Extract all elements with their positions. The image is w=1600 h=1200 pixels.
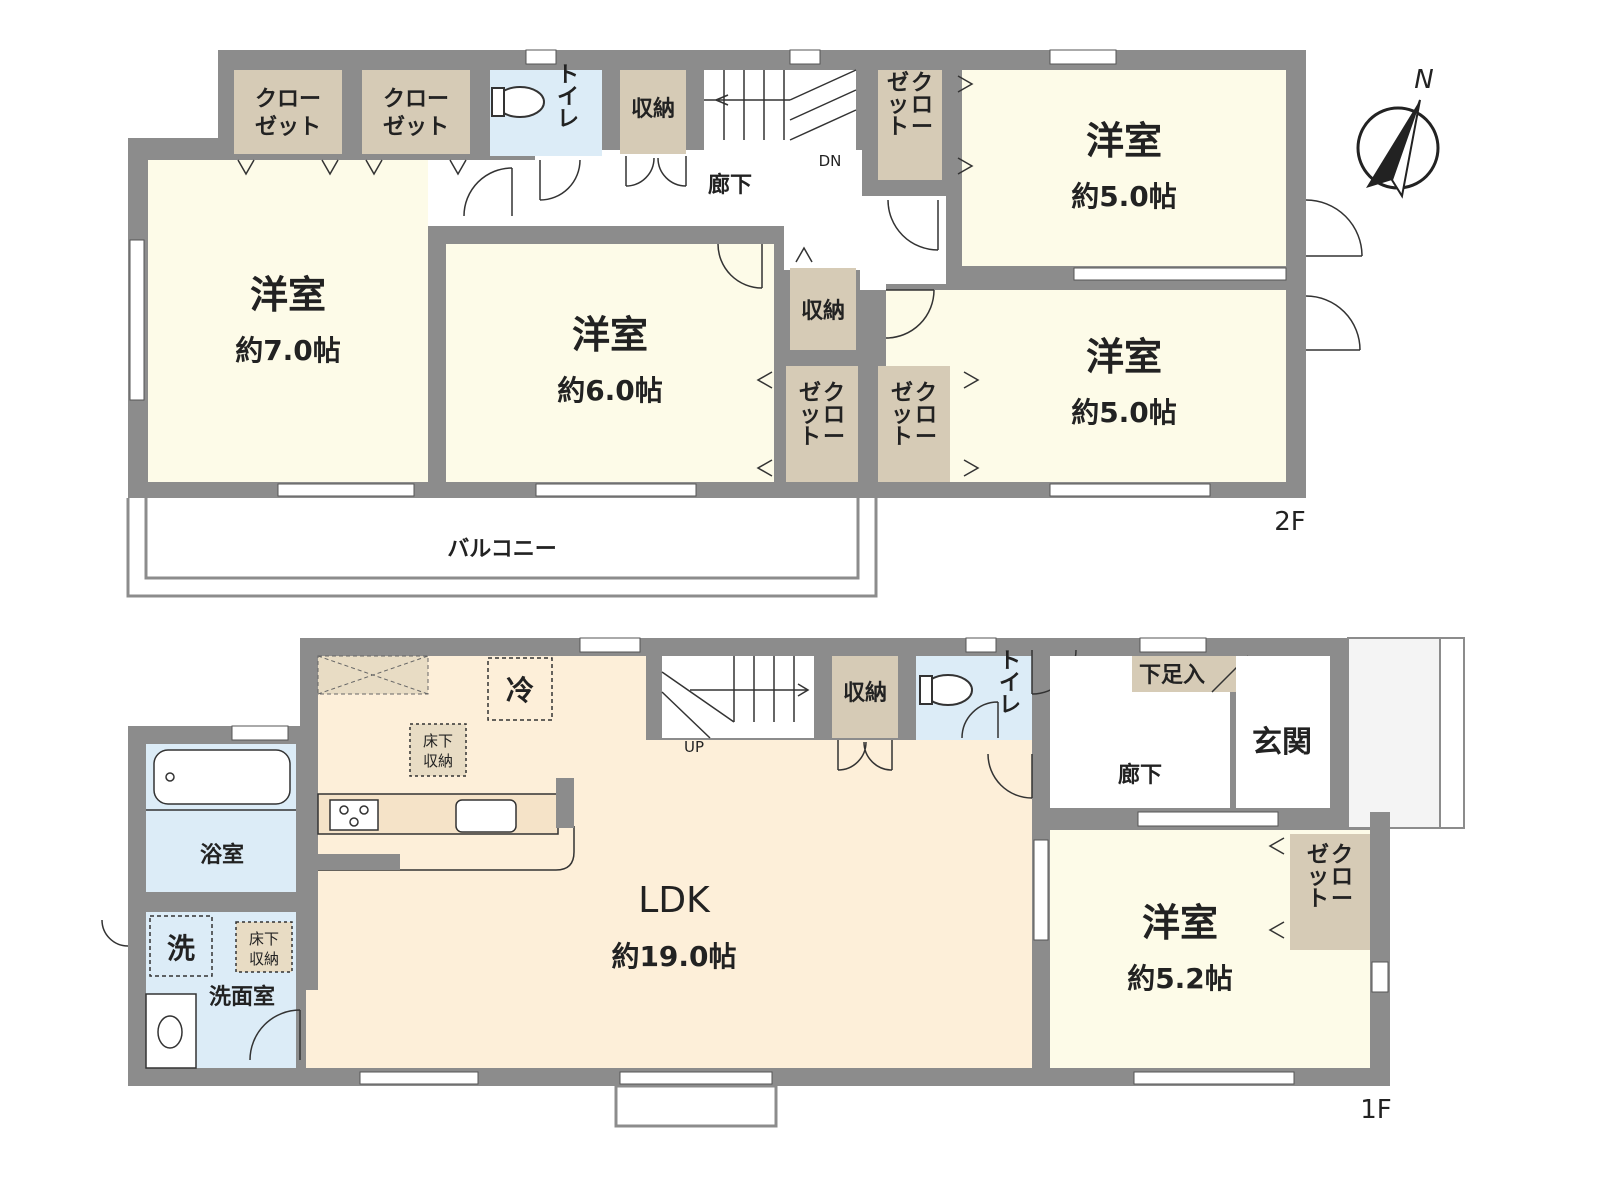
kitchen-wall (556, 778, 574, 828)
porch-tiles (1347, 637, 1465, 829)
room-2f-w7-size: 約7.0帖 (235, 334, 341, 367)
closet-2f-v1 (878, 70, 942, 180)
upper-cabinet (317, 655, 429, 695)
room-2f-w6 (446, 244, 774, 482)
door-arcs-2f (463, 156, 1363, 351)
closet-1f-arrows (1268, 837, 1285, 939)
underfloor-storage-1-label: 床下収納 (423, 732, 453, 770)
washroom-label: 洗面室 (209, 984, 275, 1010)
closet-1f-label: クローゼット (1307, 843, 1353, 912)
fridge-label: 冷 (506, 674, 534, 707)
closet-2f-2-label: クローゼット (383, 87, 449, 140)
closet-2f-v1-label: クローゼット (887, 71, 933, 140)
toilet-1f-icon (919, 674, 973, 706)
shoe-cabinet (1132, 656, 1248, 692)
entrance-label: 玄関 (1252, 725, 1312, 760)
room-2f-w5b-size: 約5.0帖 (1071, 396, 1177, 429)
toilet-1f-door2 (961, 701, 999, 739)
room-1f-w52-size: 約5.2帖 (1127, 962, 1233, 995)
closet-arrows-2f (237, 75, 980, 477)
underfloor-storage-1 (409, 723, 467, 777)
room-2f-w7-name: 洋室 (250, 273, 326, 317)
side-door (101, 919, 129, 947)
balcony-label: バルコニー (447, 537, 557, 562)
stairs-1f (662, 656, 814, 738)
toilet-icon (491, 86, 545, 118)
ldk-size: 約19.0帖 (611, 940, 736, 973)
underfloor-storage-2-label: 床下収納 (249, 930, 279, 968)
corridor-1f-label: 廊下 (1118, 762, 1162, 788)
kitchen-wall-2 (318, 854, 400, 870)
storage-2f-1 (620, 70, 686, 154)
room-2f-w5a-size: 約5.0帖 (1071, 180, 1177, 213)
closet-2f-2 (362, 70, 470, 154)
ldk-name: LDK (638, 880, 711, 921)
shoe-cabinet-label: 下足入 (1139, 663, 1205, 688)
room-2f-w5b (886, 290, 1286, 482)
windows-1f (231, 637, 1389, 1085)
storage-2f-2 (790, 268, 856, 350)
stair-lines-1f (661, 656, 810, 739)
corridor-2f (428, 150, 946, 290)
corridor-1f-door (987, 753, 1033, 799)
bathtub-drain-icon (165, 772, 175, 782)
wash-basin-icon (157, 1015, 183, 1049)
corridor-2f-label: 廊下 (708, 172, 752, 198)
closet-2f-v2 (786, 366, 858, 482)
room-2f-w6-name: 洋室 (572, 313, 648, 357)
sink-icon (455, 799, 517, 833)
kitchen-peninsula-edge (318, 826, 575, 871)
storage-1f-label: 収納 (843, 680, 887, 706)
stove-icon (329, 799, 379, 831)
closet-1f (1290, 834, 1370, 950)
washer-label: 洗 (167, 932, 195, 965)
fridge-space (487, 657, 553, 721)
stairs-1f-up: UP (684, 738, 704, 756)
storage-2f-1-label: 収納 (631, 96, 675, 122)
windows-2f (129, 49, 1287, 497)
storage-1f-doors (837, 740, 893, 771)
washroom-door (249, 1009, 301, 1061)
entrance (1236, 656, 1330, 808)
stairs-2f (704, 70, 856, 152)
bathtub-icon (153, 749, 291, 805)
closet-1f-wall (1370, 812, 1390, 962)
closet-2f-v3 (878, 366, 950, 482)
north-compass-icon: N (1356, 65, 1440, 199)
closet-2f-1 (234, 70, 342, 154)
room-1f-w52-name: 洋室 (1142, 901, 1218, 945)
washer-space (149, 915, 213, 977)
storage-2f-2-label: 収納 (801, 298, 845, 324)
storage-1f (832, 656, 898, 738)
stair-lines-2f (704, 69, 857, 141)
toilet-2f-label: トイレ (557, 63, 579, 132)
bathroom-label: 浴室 (200, 842, 244, 868)
room-2f-w5a-name: 洋室 (1086, 119, 1162, 163)
floor-1: LDK 約19.0帖 冷 床下収納 床下収納 収納 トイレ 下足入 玄関 廊下 … (101, 637, 1465, 1128)
room-2f-w6-size: 約6.0帖 (557, 374, 663, 407)
stairs-2f-dn: DN (819, 152, 842, 170)
room-2f-w7 (148, 160, 428, 482)
toilet-1f-label: トイレ (999, 649, 1021, 718)
closet-2f-v2-label: クローゼット (799, 381, 845, 450)
floor2-label: 2F (1274, 507, 1306, 537)
room-ldk (306, 656, 1032, 1068)
room-2f-w5a (962, 70, 1286, 266)
bay-window (614, 1084, 778, 1128)
balcony (126, 498, 878, 598)
compass-label: N (1414, 65, 1433, 95)
floor-2: 洋室 約7.0帖 洋室 約6.0帖 洋室 約5.0帖 洋室 約5.0帖 クローゼ… (126, 49, 1363, 598)
floor1-label: 1F (1360, 1095, 1392, 1125)
closet-2f-v3-label: クローゼット (891, 381, 937, 450)
underfloor-storage-2 (235, 921, 293, 973)
room-2f-w5b-name: 洋室 (1086, 335, 1162, 379)
closet-2f-1-label: クローゼット (255, 87, 321, 140)
